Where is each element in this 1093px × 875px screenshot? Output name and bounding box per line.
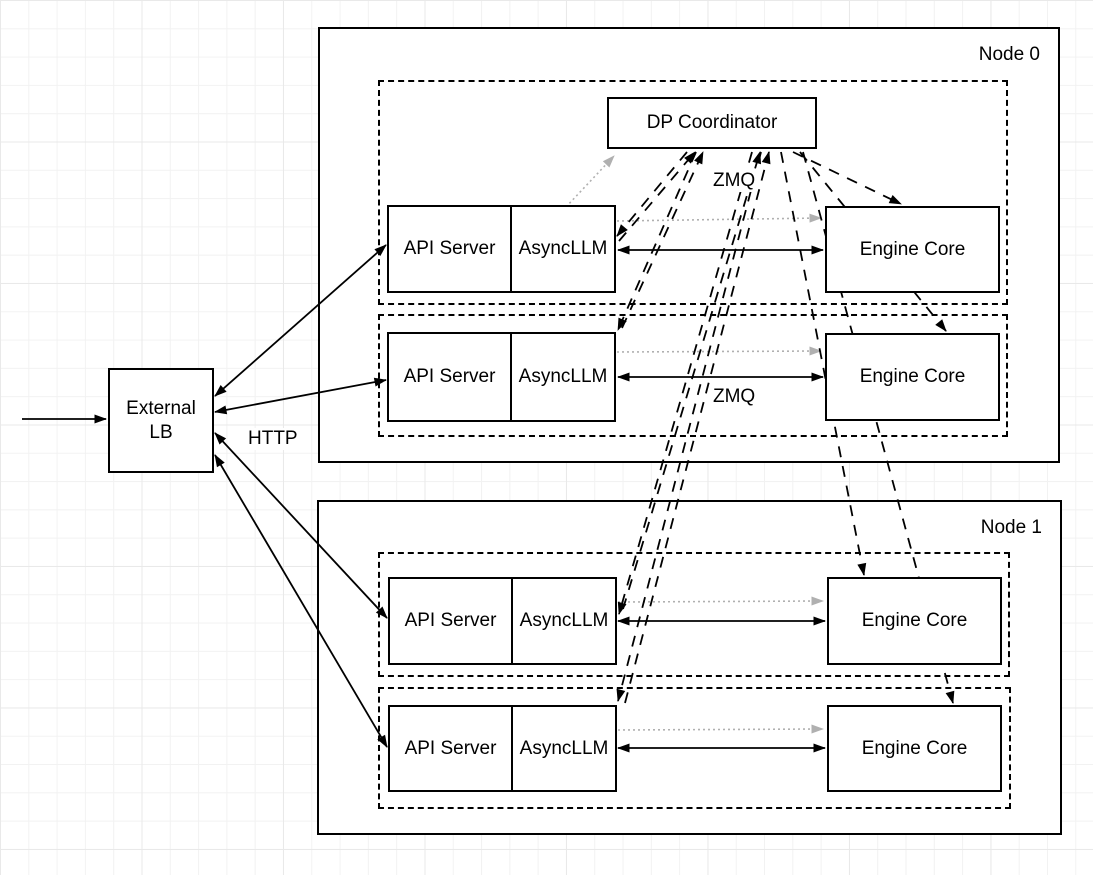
- api-asyncllm-box-node0-row0: API Server AsyncLLM: [387, 205, 616, 293]
- arrow-lb-api-node0-row0: [214, 244, 387, 397]
- external-lb-label-line2: LB: [149, 421, 173, 443]
- api-server-box: API Server: [390, 579, 513, 663]
- http-label: HTTP: [246, 428, 300, 450]
- arrow-dashed-coordinator-to-async1: [617, 151, 697, 331]
- engine-core-box-node0-row1: Engine Core: [825, 333, 1000, 421]
- arrow-dashed-coordinator-to-async2: [617, 151, 753, 615]
- engine-core-label: Engine Core: [859, 366, 966, 388]
- api-asyncllm-box-node1-row1: API Server AsyncLLM: [388, 705, 617, 792]
- api-asyncllm-box-node0-row1: API Server AsyncLLM: [387, 332, 616, 422]
- arrow-lb-api-node1-row0: [214, 432, 388, 619]
- asyncllm-box: AsyncLLM: [519, 610, 609, 632]
- arrow-dashed-async0-to-coordinator: [618, 151, 696, 242]
- api-server-box: API Server: [389, 207, 512, 291]
- arrow-dashed-coordinator-to-async0: [616, 151, 688, 237]
- arrow-dashed-async3-to-coordinator: [624, 151, 771, 704]
- asyncllm-box: AsyncLLM: [519, 737, 609, 759]
- arrow-dotted-async-engine-node1-row0: [617, 596, 824, 606]
- external-lb-box: External LB: [108, 368, 214, 473]
- arrow-dotted-async-coordinator: [565, 155, 615, 208]
- arrow-lb-api-node1-row1: [214, 454, 388, 748]
- api-server-box: API Server: [390, 707, 513, 790]
- asyncllm-box: AsyncLLM: [518, 238, 608, 260]
- engine-core-box-node0-row0: Engine Core: [825, 206, 1000, 293]
- arrow-dashed-coordinator-to-engine3: [802, 151, 955, 704]
- arrow-lb-api-node0-row1: [214, 377, 387, 415]
- engine-core-box-node1-row0: Engine Core: [827, 577, 1002, 665]
- dp-coordinator-box: DP Coordinator: [607, 97, 817, 149]
- node0-replica-0-container: [378, 80, 1008, 305]
- engine-core-label: Engine Core: [861, 737, 968, 759]
- arrow-dashed-async1-to-coordinator: [621, 151, 704, 329]
- zmq-coordinator-label: ZMQ: [711, 170, 758, 192]
- arrow-dotted-async-engine-node0-row1: [616, 346, 822, 356]
- node1-replica-1-container: [378, 687, 1011, 809]
- node-0-title: Node 0: [978, 44, 1040, 65]
- dp-coordinator-label: DP Coordinator: [646, 112, 778, 134]
- zmq-row-label: ZMQ: [711, 386, 758, 408]
- external-lb-label-line1: External: [126, 397, 196, 419]
- arrow-dashed-coordinator-to-async3: [616, 151, 762, 702]
- api-server-box: API Server: [389, 334, 512, 420]
- api-asyncllm-box-node1-row0: API Server AsyncLLM: [388, 577, 617, 665]
- arrow-dotted-async-engine-node1-row1: [617, 724, 824, 734]
- engine-core-label: Engine Core: [861, 610, 968, 632]
- engine-core-label: Engine Core: [859, 238, 966, 260]
- engine-core-box-node1-row1: Engine Core: [827, 705, 1002, 792]
- arrow-dotted-async-engine-node0-row0: [616, 213, 822, 223]
- node-1-title: Node 1: [980, 517, 1042, 538]
- asyncllm-box: AsyncLLM: [518, 366, 608, 388]
